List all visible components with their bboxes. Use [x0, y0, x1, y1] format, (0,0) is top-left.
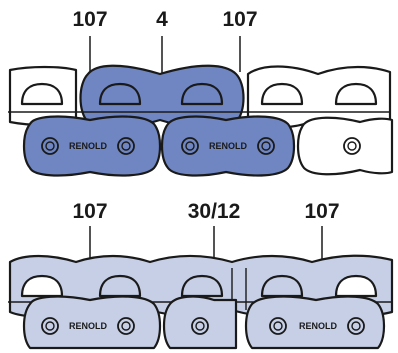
bottom-label-mid: 30/12 — [188, 200, 241, 223]
pin-head-icon — [45, 141, 55, 151]
pin-head-icon — [343, 137, 361, 155]
top-bushing-4 — [260, 82, 304, 106]
pin-head-icon — [185, 141, 195, 151]
bottom-plate-brand-2: RENOLD — [299, 321, 338, 331]
bottom-bushing-1 — [20, 274, 64, 298]
pin-head-icon — [41, 137, 59, 155]
bottom-label-right: 107 — [304, 200, 339, 223]
pin-head-icon — [181, 137, 199, 155]
pin-head-icon — [121, 141, 131, 151]
pin-head-icon — [41, 317, 59, 335]
bottom-bushing-4 — [260, 274, 304, 298]
pin-head-icon — [351, 321, 361, 331]
bottom-pin-heads — [41, 317, 365, 335]
pin-head-icon — [45, 321, 55, 331]
pin-head-icon — [261, 141, 271, 151]
bottom-label-left: 107 — [72, 200, 107, 223]
top-plate-brand-2: RENOLD — [209, 141, 248, 151]
bottom-plate-brand-1: RENOLD — [69, 321, 108, 331]
pin-head-icon — [191, 317, 209, 335]
top-label-right: 107 — [222, 8, 257, 31]
pin-head-icon — [273, 321, 283, 331]
top-outer-plate-3 — [296, 116, 394, 176]
pin-head-icon — [347, 317, 365, 335]
top-chain: RENOLD RENOLD 107 4 107 — [8, 8, 394, 177]
top-pin-heads — [41, 137, 361, 155]
top-label-left: 107 — [72, 8, 107, 31]
pin-head-icon — [269, 317, 287, 335]
pin-head-icon — [121, 321, 131, 331]
top-bushing-2 — [98, 82, 142, 106]
top-bushing-1 — [20, 82, 64, 106]
bottom-bushing-5 — [334, 274, 378, 298]
bottom-outer-plate-1 — [22, 295, 162, 350]
pin-head-icon — [117, 317, 135, 335]
bottom-bushing-3 — [180, 274, 224, 298]
pin-head-icon — [347, 141, 357, 151]
bottom-outer-plate-2 — [244, 295, 386, 350]
top-outer-plate-2 — [160, 115, 296, 177]
bottom-chain: RENOLD RENOLD 107 30/12 107 — [8, 200, 394, 350]
pin-head-icon — [195, 321, 205, 331]
top-plate-brand-1: RENOLD — [69, 141, 108, 151]
top-outer-plate-1 — [22, 115, 162, 177]
top-bushing-5 — [334, 82, 378, 106]
top-bushing-3 — [180, 82, 224, 106]
pin-head-icon — [257, 137, 275, 155]
bottom-bushing-2 — [98, 274, 142, 298]
top-label-mid: 4 — [156, 8, 168, 31]
pin-head-icon — [117, 137, 135, 155]
